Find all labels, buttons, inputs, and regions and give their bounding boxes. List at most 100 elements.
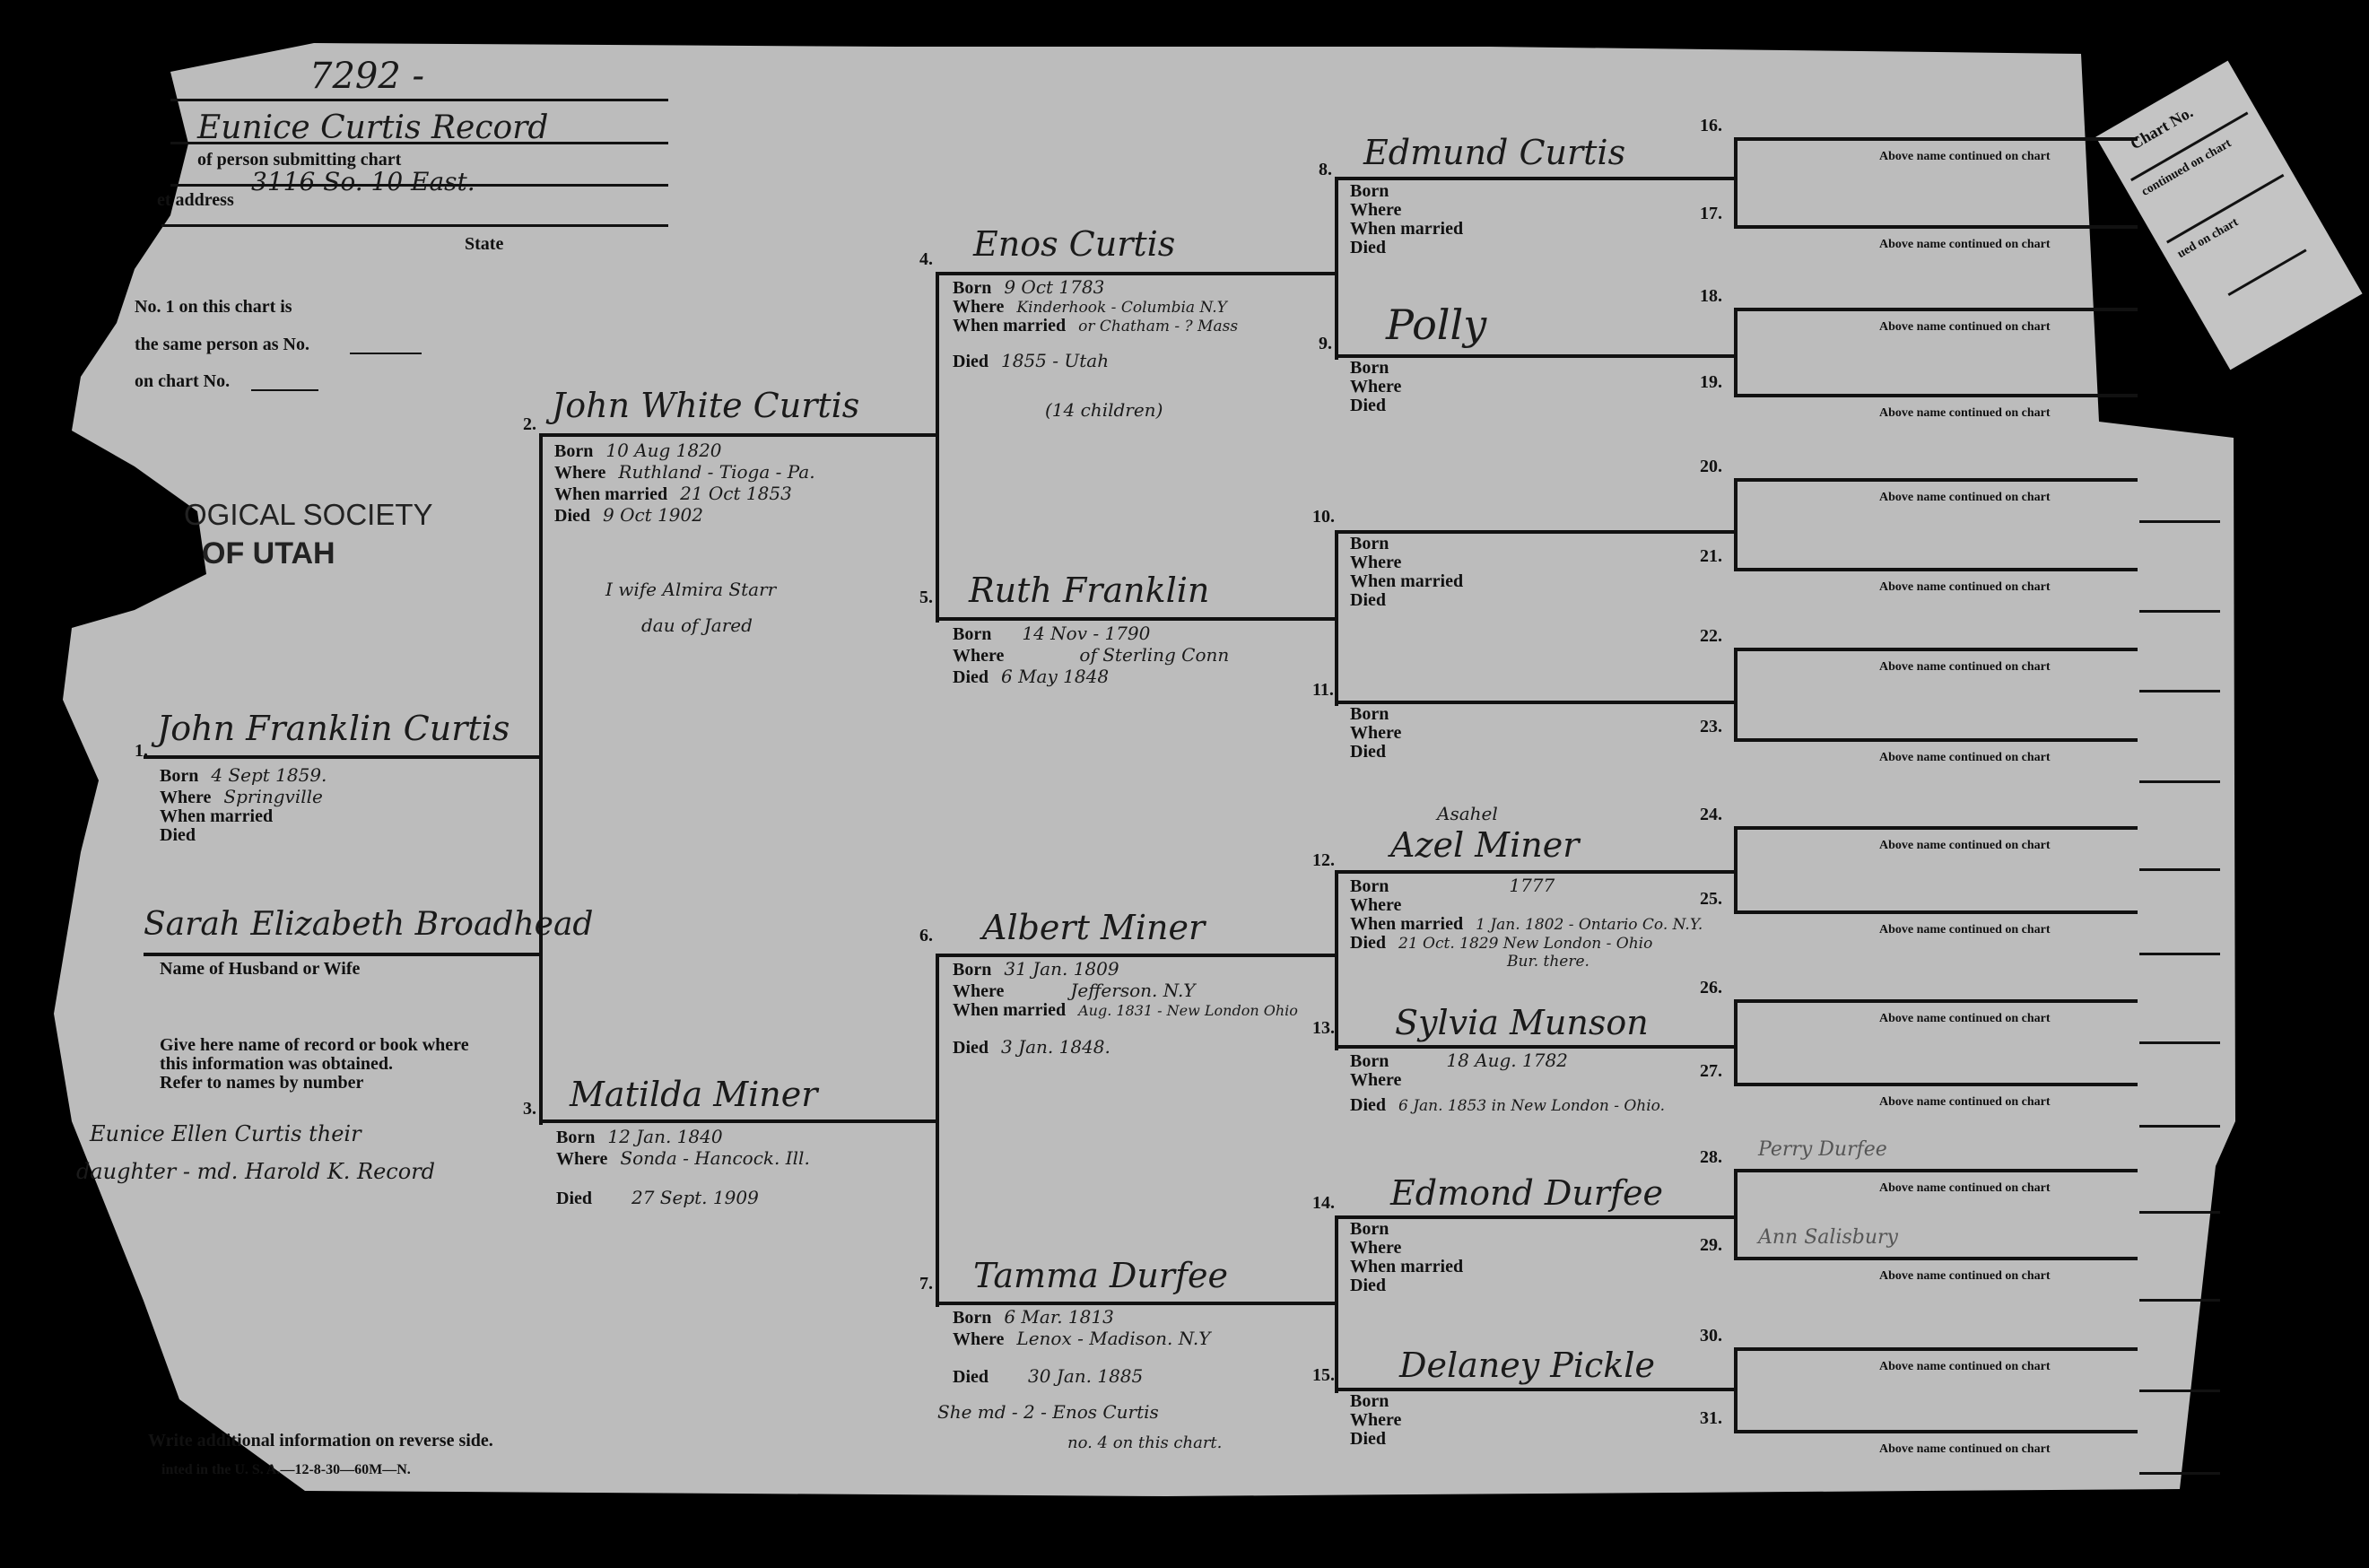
continued-on-chart-label: Above name continued on chart <box>1879 150 2051 163</box>
where-label: Where <box>1350 1410 1402 1430</box>
person-19-line <box>1734 394 2138 397</box>
died-value: 21 Oct. 1829 New London - Ohio <box>1398 935 1653 953</box>
person-9-fields: Born Where Died <box>1350 359 1401 415</box>
person-13-number: 13. <box>1312 1018 1335 1038</box>
died-label: Died <box>1350 742 1386 762</box>
born-value: 10 Aug 1820 <box>605 440 722 461</box>
person-25-number: 25. <box>1700 889 1722 909</box>
person-19-number: 19. <box>1700 372 1722 392</box>
person-3-line <box>539 1119 939 1123</box>
person-11-number: 11. <box>1312 680 1334 700</box>
continued-on-chart-label: Above name continued on chart <box>1879 1095 2051 1109</box>
person-25-line <box>1734 910 2138 914</box>
source-line: Give here name of record or book where <box>160 1035 469 1055</box>
continued-chart-blank <box>2139 1299 2220 1302</box>
person-13-line <box>1335 1045 1738 1049</box>
person-14-number: 14. <box>1312 1193 1335 1213</box>
chart-id: 7292 - <box>309 56 425 97</box>
bracket-gen5 <box>1734 478 1738 570</box>
born-label: Born <box>953 278 992 298</box>
born-value: 31 Jan. 1809 <box>1004 958 1119 980</box>
where-label: Where <box>160 788 212 807</box>
born-label: Born <box>554 441 594 461</box>
bracket-3 <box>936 955 939 1307</box>
died-value: 3 Jan. 1848. <box>1001 1036 1110 1058</box>
submitter-label: of person submitting chart <box>197 150 402 170</box>
society-stamp: OGICAL SOCIETY <box>184 498 433 531</box>
person-8-name: Edmund Curtis <box>1363 133 1626 172</box>
born-label: Born <box>1350 181 1389 201</box>
born-label: Born <box>160 766 199 786</box>
born-value: 6 Mar. 1813 <box>1004 1306 1114 1328</box>
continued-on-chart-label: Above name continued on chart <box>1879 406 2051 420</box>
died-value: 6 Jan. 1853 in New London - Ohio. <box>1398 1097 1666 1115</box>
person-10-number: 10. <box>1312 507 1335 527</box>
person-24-number: 24. <box>1700 805 1722 824</box>
bracket-gen5 <box>1734 1347 1738 1432</box>
person-3-number: 3. <box>523 1099 536 1119</box>
flap-line <box>2227 248 2307 297</box>
where-label: Where <box>1350 377 1402 396</box>
person-20-number: 20. <box>1700 457 1722 476</box>
person-6-number: 6. <box>919 926 933 945</box>
person-11-line <box>1335 701 1738 704</box>
born-label: Born <box>556 1128 596 1147</box>
person-5-name: Ruth Franklin <box>969 571 1210 610</box>
continued-chart-blank <box>2139 520 2220 523</box>
divider <box>170 184 668 187</box>
same-person-label: No. 1 on this chart is <box>135 297 292 317</box>
person-31-line <box>1734 1430 2138 1433</box>
bracket-2 <box>936 274 939 623</box>
died-label: Died <box>953 667 989 687</box>
died-label: Died <box>554 506 590 526</box>
source-instructions: Give here name of record or book where t… <box>160 1036 469 1093</box>
bracket-gen5 <box>1734 137 1738 227</box>
born-label: Born <box>953 624 992 644</box>
person-17-number: 17. <box>1700 204 1722 223</box>
born-label: Born <box>1350 1051 1389 1071</box>
where-label: Where <box>1350 553 1402 572</box>
torn-flap: Chart No. continued on chart ued on char… <box>2095 60 2363 370</box>
where-value: Springville <box>223 786 323 807</box>
person-28-line <box>1734 1169 2138 1172</box>
born-label: Born <box>1350 876 1389 896</box>
person-13-name: Sylvia Munson <box>1395 1003 1649 1042</box>
continued-on-chart-label: Above name continued on chart <box>1879 923 2051 936</box>
person-7-number: 7. <box>919 1274 933 1294</box>
person-4-line <box>936 272 1338 275</box>
same-person-no-label: the same person as No. <box>135 335 309 354</box>
person-14-line <box>1335 1215 1738 1219</box>
died-label: Died <box>1350 396 1386 415</box>
died-value: 9 Oct 1902 <box>603 504 703 526</box>
continued-on-chart-label: Above name continued on chart <box>1879 660 2051 674</box>
divider <box>170 142 668 144</box>
continued-on-chart-label: Above name continued on chart <box>1879 1012 2051 1025</box>
person-29-line <box>1734 1257 2138 1260</box>
continued-on-chart-label: Above name continued on chart <box>1879 491 2051 504</box>
person-10-fields: Born Where When married Died <box>1350 535 1463 610</box>
born-value: 1777 <box>1509 875 1555 896</box>
person-4-note: (14 children) <box>1045 399 1163 421</box>
person-29-name: Ann Salisbury <box>1758 1226 1898 1249</box>
person-22-number: 22. <box>1700 626 1722 646</box>
person-16-line <box>1734 137 2138 141</box>
continued-chart-blank <box>2139 1125 2220 1128</box>
bracket-5 <box>1335 532 1338 706</box>
footer-print-info: inted in the U. S. A.—12-8-30—60M—N. <box>161 1462 411 1477</box>
person-2-note: dau of Jared <box>641 614 753 636</box>
person-15-name: Delaney Pickle <box>1399 1346 1655 1385</box>
bracket-gen5 <box>1734 308 1738 396</box>
born-value: 9 Oct 1783 <box>1004 276 1105 298</box>
person-27-line <box>1734 1083 2138 1086</box>
died-label: Died <box>953 352 989 371</box>
society-stamp-utah: OF UTAH <box>202 536 335 571</box>
person-6-line <box>936 954 1338 957</box>
continued-on-chart-label: Above name continued on chart <box>1879 839 2051 852</box>
person-2-note: I wife Almira Starr <box>605 579 777 600</box>
on-chart-blank <box>251 389 318 391</box>
